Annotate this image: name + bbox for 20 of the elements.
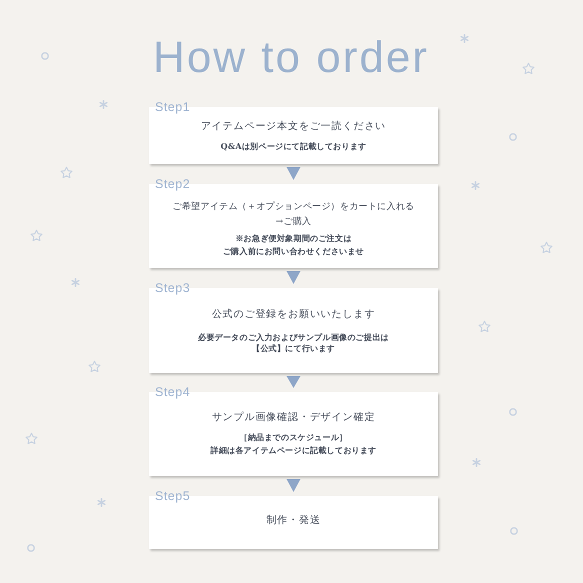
step-note: 詳細は各アイテムページに記載しております [210, 444, 376, 456]
step-label: Step4 [155, 386, 190, 398]
step-heading: 制作・発送 [266, 514, 321, 528]
step-heading: サンプル画像確認・デザイン確定 [212, 411, 376, 425]
step-label: Step1 [155, 100, 190, 113]
step-note: ※お急ぎ便対象期間のご注文はご購入前にお問い合わせくださいませ [222, 232, 366, 258]
step-heading: アイテムページ本文をご一読ください [200, 120, 386, 134]
step-note: ［納品までのスケジュール］ [240, 432, 348, 442]
step-note: 必要データのご入力およびサンプル画像のご提出は【公式】にて行います [197, 332, 390, 354]
down-arrow [286, 271, 300, 284]
down-arrow [286, 479, 300, 492]
step-heading: ご希望アイテム（＋オプションページ）をカートに入れる→ご購入 [172, 200, 416, 228]
step-label: Step5 [155, 490, 190, 502]
step-label: Step3 [155, 282, 190, 294]
down-arrow [286, 167, 300, 180]
title: How to order [153, 36, 429, 80]
step-heading: 公式のご登録をお願いいたします [212, 308, 376, 322]
down-arrow [286, 376, 300, 388]
step-label: Step2 [155, 178, 190, 190]
step-note: Q&Aは別ページにて記載しております [220, 140, 366, 152]
